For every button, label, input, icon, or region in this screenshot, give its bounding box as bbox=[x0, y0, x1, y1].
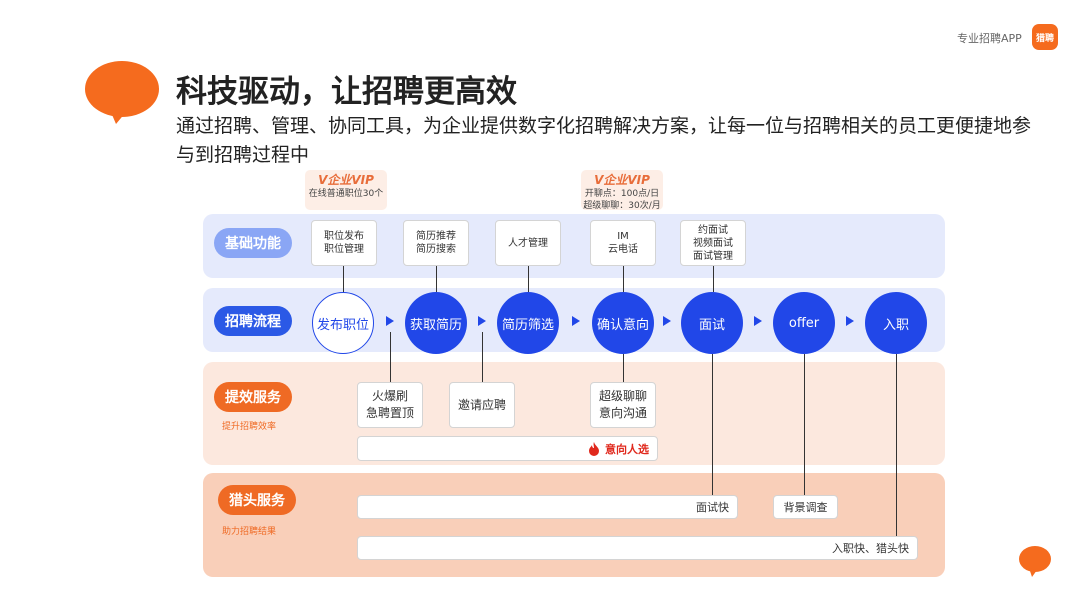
svc-interview-fast[interactable]: 面试快 bbox=[357, 495, 738, 519]
efficiency-note: 提升招聘效率 bbox=[222, 422, 277, 432]
stage-screen-resume[interactable]: 简历筛选 bbox=[497, 292, 559, 354]
connector-line bbox=[623, 265, 624, 292]
card-line: 职位发布 bbox=[324, 231, 364, 242]
page-title: 科技驱动，让招聘更高效 bbox=[176, 74, 517, 110]
stage-offer[interactable]: offer bbox=[773, 292, 835, 354]
card-line: 面试管理 bbox=[693, 250, 733, 262]
process-label: 招聘流程 bbox=[214, 306, 292, 336]
arrow-right-icon bbox=[386, 316, 394, 326]
svc-background-check[interactable]: 背景调查 bbox=[773, 495, 838, 519]
onboard-fast-label: 入职快、猎头快 bbox=[832, 542, 909, 555]
arrow-right-icon bbox=[754, 316, 762, 326]
vip-tag: 企业VIP bbox=[603, 173, 650, 187]
vip-v-icon: V bbox=[594, 173, 604, 187]
svc-line: 意向沟通 bbox=[598, 406, 647, 420]
card-line: 简历推荐 bbox=[416, 231, 456, 242]
arrow-right-icon bbox=[572, 316, 580, 326]
stage-confirm-intent[interactable]: 确认意向 bbox=[592, 292, 654, 354]
card-line: IM bbox=[617, 231, 629, 242]
basic-card-resume[interactable]: 简历推荐 简历搜索 bbox=[403, 220, 469, 266]
arrow-right-icon bbox=[663, 316, 671, 326]
connector-line bbox=[390, 332, 391, 382]
svc-line: 火爆刷 bbox=[371, 389, 408, 403]
basic-card-job[interactable]: 职位发布 职位管理 bbox=[311, 220, 377, 266]
arrow-right-icon bbox=[478, 316, 486, 326]
band-headhunt bbox=[203, 473, 945, 577]
background-check-label: 背景调查 bbox=[783, 501, 828, 514]
stage-get-resume[interactable]: 获取简历 bbox=[405, 292, 467, 354]
connector-line bbox=[896, 354, 897, 536]
vip-badge: V企业VIP 在线普通职位30个 bbox=[305, 170, 387, 210]
svc-onboard-fast[interactable]: 入职快、猎头快 bbox=[357, 536, 918, 560]
basic-label: 基础功能 bbox=[214, 228, 292, 258]
chat-bubble-icon bbox=[1019, 546, 1051, 577]
connector-line bbox=[804, 354, 805, 495]
connector-line bbox=[436, 265, 437, 292]
connector-line bbox=[482, 332, 483, 382]
vip-line: 超级聊聊：30次/月 bbox=[583, 201, 661, 211]
efficiency-label: 提效服务 bbox=[214, 382, 292, 412]
vip-v-icon: V bbox=[318, 173, 328, 187]
flame-icon bbox=[589, 441, 599, 456]
app-logo: 猎聘 bbox=[1032, 24, 1058, 50]
card-line: 人才管理 bbox=[508, 237, 548, 249]
svc-line: 超级聊聊 bbox=[598, 389, 647, 403]
vip-tag: 企业VIP bbox=[327, 173, 374, 187]
page-subtitle: 通过招聘、管理、协同工具，为企业提供数字化招聘解决方案，让每一位与招聘相关的员工… bbox=[176, 115, 1032, 166]
svc-invite[interactable]: 邀请应聘 bbox=[449, 382, 515, 428]
app-tagline: 专业招聘APP bbox=[957, 32, 1022, 45]
connector-line bbox=[528, 265, 529, 292]
card-line: 云电话 bbox=[608, 244, 638, 255]
connector-line bbox=[343, 265, 344, 292]
intent-candidates-label: 意向人选 bbox=[605, 442, 649, 456]
vip-badge: V企业VIP 开聊点：100点/日 超级聊聊：30次/月 bbox=[581, 170, 663, 211]
basic-card-talent[interactable]: 人才管理 bbox=[495, 220, 561, 266]
basic-card-interview[interactable]: 约面试 视频面试 面试管理 bbox=[680, 220, 746, 266]
interview-fast-label: 面试快 bbox=[696, 501, 729, 514]
card-line: 职位管理 bbox=[324, 244, 364, 255]
svc-line: 邀请应聘 bbox=[457, 397, 506, 412]
basic-card-im[interactable]: IM 云电话 bbox=[590, 220, 656, 266]
svc-intent-candidates[interactable]: 意向人选 bbox=[357, 436, 658, 461]
speech-bubble-icon bbox=[85, 61, 159, 124]
arrow-right-icon bbox=[846, 316, 854, 326]
vip-line: 开聊点：100点/日 bbox=[584, 189, 660, 199]
stage-post-job[interactable]: 发布职位 bbox=[312, 292, 374, 354]
card-line: 约面试 bbox=[698, 224, 728, 236]
headhunt-label: 猎头服务 bbox=[218, 485, 296, 515]
svc-super-chat[interactable]: 超级聊聊 意向沟通 bbox=[590, 382, 656, 428]
connector-line bbox=[623, 354, 624, 382]
stage-interview[interactable]: 面试 bbox=[681, 292, 743, 354]
connector-line bbox=[713, 265, 714, 292]
svc-hot-refresh[interactable]: 火爆刷 急聘置顶 bbox=[357, 382, 423, 428]
connector-line bbox=[712, 354, 713, 495]
stage-onboard[interactable]: 入职 bbox=[865, 292, 927, 354]
card-line: 视频面试 bbox=[693, 237, 733, 249]
headhunt-note: 助力招聘结果 bbox=[222, 527, 277, 537]
vip-line: 在线普通职位30个 bbox=[308, 189, 384, 199]
card-line: 简历搜索 bbox=[416, 244, 456, 255]
svc-line: 急聘置顶 bbox=[365, 406, 414, 420]
